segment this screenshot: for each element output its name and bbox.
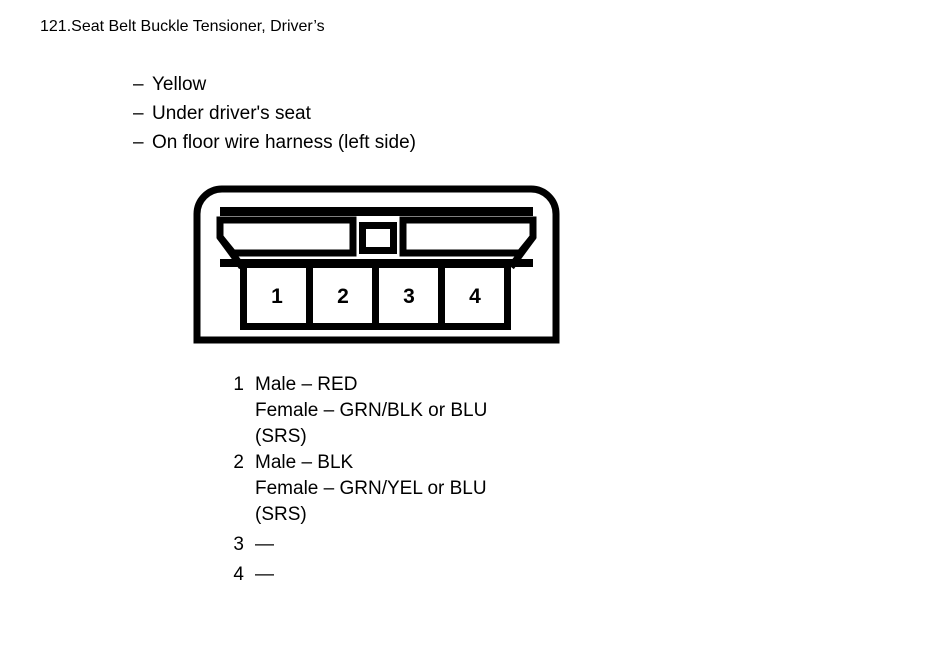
pin-legend-line: Male – BLK [255, 452, 354, 473]
pin-legend-index: 1 [233, 374, 244, 395]
connector-left-slot [216, 216, 357, 257]
connector-center-keyway [359, 222, 397, 254]
pin-legend-entry-3: 3 — [222, 532, 672, 558]
pin-legend-line: (SRS) [255, 426, 307, 447]
pin-number-1: 1 [271, 285, 283, 308]
pin-block: 1 2 3 4 [240, 261, 511, 330]
pin-number-2: 2 [337, 285, 349, 308]
connector-diagram: 1 2 3 4 [190, 182, 575, 347]
pin-legend-entry-1: 1 Male – RED Female – GRN/BLK or BLU (SR… [222, 372, 672, 450]
pin-cell-4[interactable] [438, 261, 511, 330]
pin-number-3: 3 [403, 285, 415, 308]
dash-bullet-icon: – [133, 103, 144, 124]
connector-right-slot [399, 216, 537, 257]
dash-bullet-icon: – [133, 132, 144, 153]
connector-shell-outline [193, 185, 560, 344]
pin-legend-description: — [255, 564, 274, 585]
connector-drawing: 1 2 3 4 [193, 185, 560, 344]
pin-legend-index: 4 [233, 564, 244, 585]
pin-legend-index: 3 [233, 534, 244, 555]
attribute-text: On floor wire harness (left side) [152, 132, 416, 153]
pin-legend-entry-2: 2 Male – BLK Female – GRN/YEL or BLU (SR… [222, 450, 672, 528]
connector-upper-rail [220, 207, 533, 216]
list-item: – On floor wire harness (left side) [133, 128, 733, 157]
pin-legend-description: — [255, 534, 274, 555]
pin-legend-line: Female – GRN/YEL or BLU [255, 478, 487, 499]
pin-legend-description: Male – BLK Female – GRN/YEL or BLU (SRS) [255, 450, 487, 528]
pin-legend-entry-4: 4 — [222, 562, 672, 588]
dash-bullet-icon: – [133, 74, 144, 95]
list-item: – Yellow [133, 70, 733, 99]
page-title: 121. Seat Belt Buckle Tensioner, Driver’… [40, 18, 325, 36]
connector-left-chamfer-leg [217, 234, 245, 270]
attribute-text: Yellow [152, 74, 207, 95]
pin-legend-line: Female – GRN/BLK or BLU [255, 400, 488, 421]
pin-legend: 1 Male – RED Female – GRN/BLK or BLU (SR… [222, 372, 672, 588]
pin-number-4: 4 [469, 285, 481, 308]
page-title-number: 121. [40, 18, 72, 35]
pin-legend-line: Male – RED [255, 374, 358, 395]
page-title-text: Seat Belt Buckle Tensioner, Driver’s [71, 18, 325, 35]
connector-right-chamfer-leg [508, 234, 536, 270]
attribute-list: – Yellow – Under driver's seat – On floo… [133, 70, 733, 157]
pin-legend-index: 2 [233, 452, 244, 473]
attribute-text: Under driver's seat [152, 103, 311, 124]
pin-legend-line: (SRS) [255, 504, 307, 525]
list-item: – Under driver's seat [133, 99, 733, 128]
pin-legend-description: Male – RED Female – GRN/BLK or BLU (SRS) [255, 372, 487, 450]
